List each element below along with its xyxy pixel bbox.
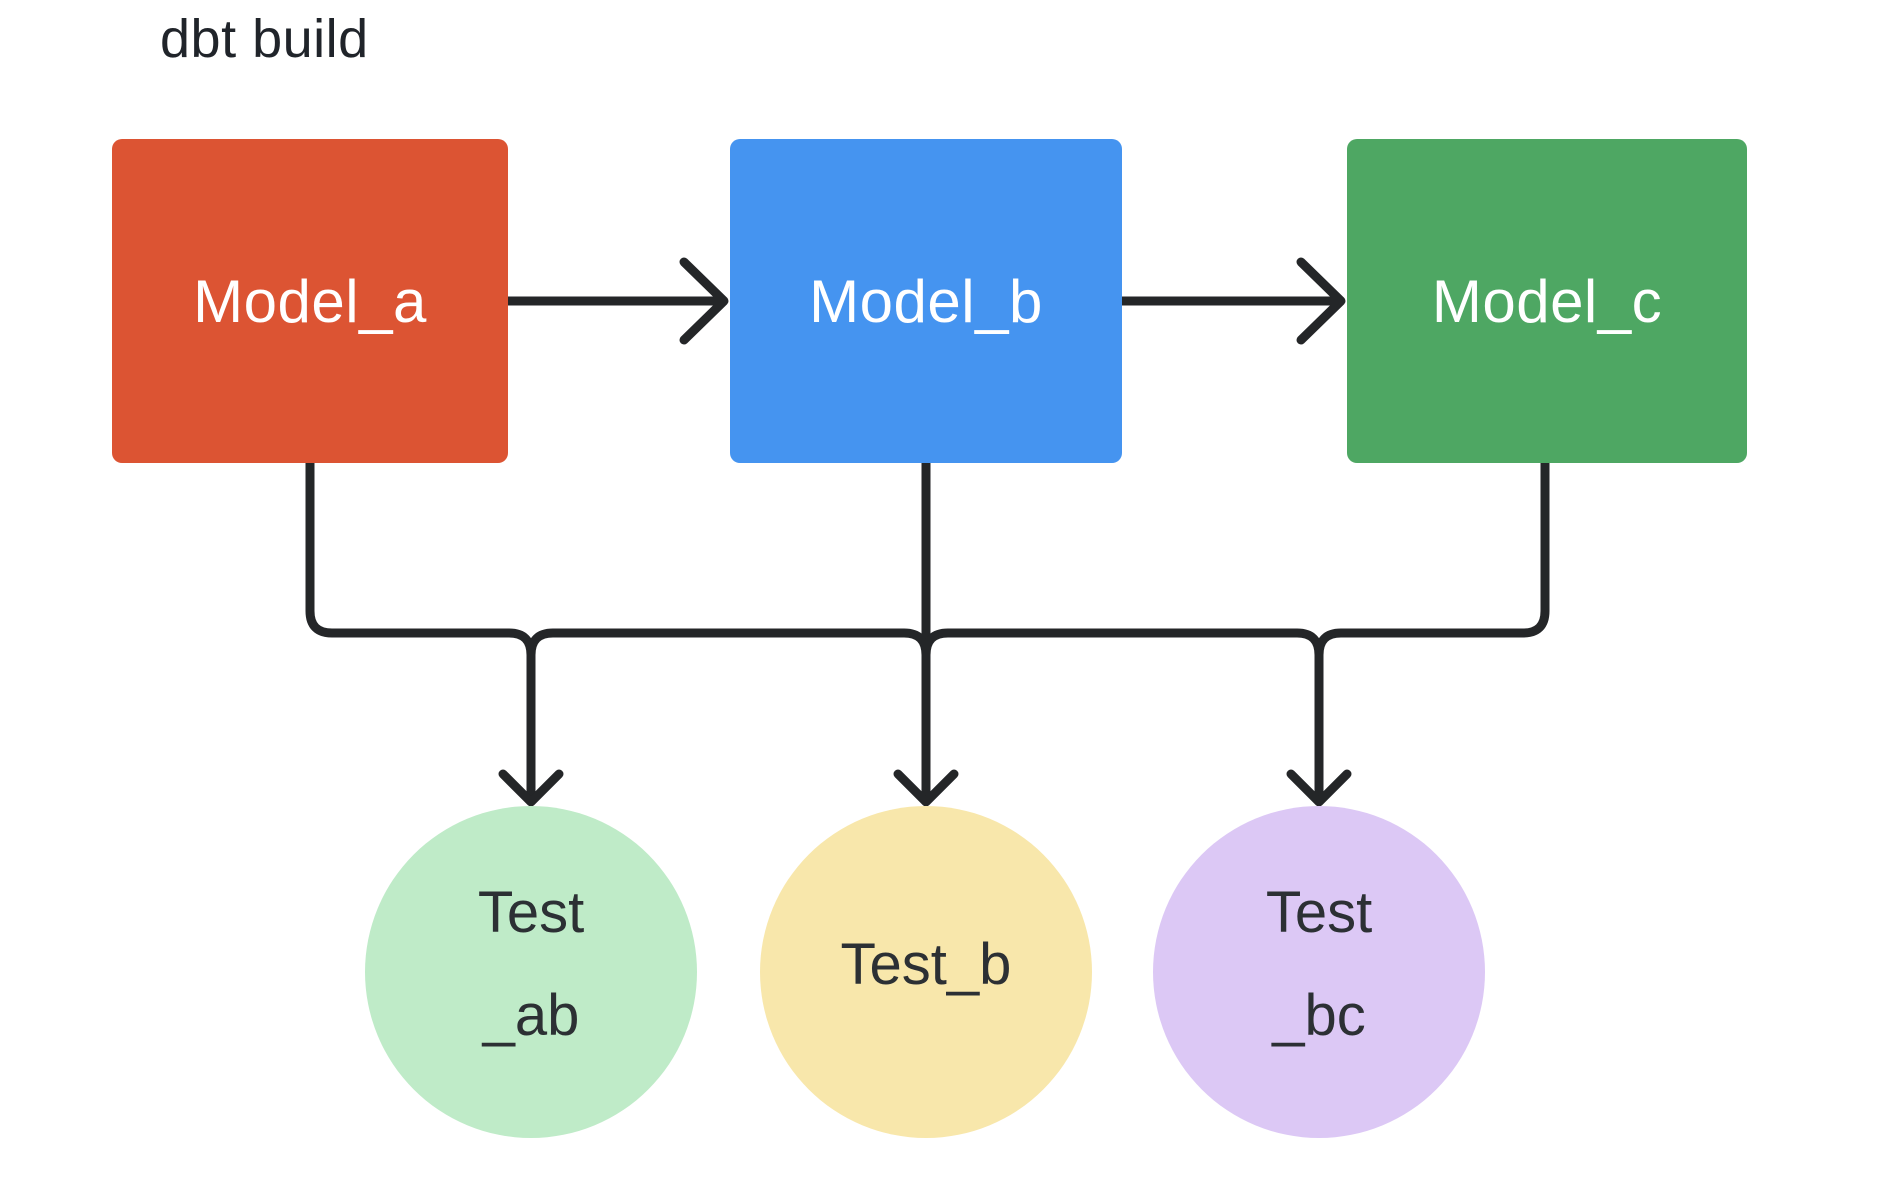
arrowhead-model-c-icon [1296,257,1346,345]
edge-group [305,257,1550,807]
node-model-c-label: Model_c [1431,267,1663,335]
node-model-b-label: Model_b [809,267,1043,335]
arrowhead-test-b-icon [893,769,959,807]
edge-model-a-to-test-ab [305,458,536,797]
node-model-a[interactable]: Model_a [112,139,508,463]
edge-bus-left [526,628,931,797]
node-model-b[interactable]: Model_b [730,139,1122,463]
edge-bus-right [921,628,1324,797]
node-test-ab-label-line2: _ab [482,983,580,1048]
node-test-bc-label-line2: _bc [1272,983,1366,1048]
node-test-b[interactable]: Test_b [760,806,1092,1138]
arrowhead-test-bc-icon [1286,769,1352,807]
node-model-c[interactable]: Model_c [1347,139,1747,463]
node-test-ab-label-line1: Test [477,880,585,945]
diagram-title: dbt build [160,9,369,69]
node-test-bc-label-line1: Test [1265,880,1373,945]
node-test-ab[interactable]: Test _ab [365,806,697,1138]
node-test-b-label: Test_b [840,931,1012,997]
node-model-a-label: Model_a [193,267,427,335]
arrowhead-test-ab-icon [498,769,564,807]
node-test-bc[interactable]: Test _bc [1153,806,1485,1138]
arrowhead-model-b-icon [679,257,729,345]
edge-model-c-to-test-bc [1314,458,1550,797]
